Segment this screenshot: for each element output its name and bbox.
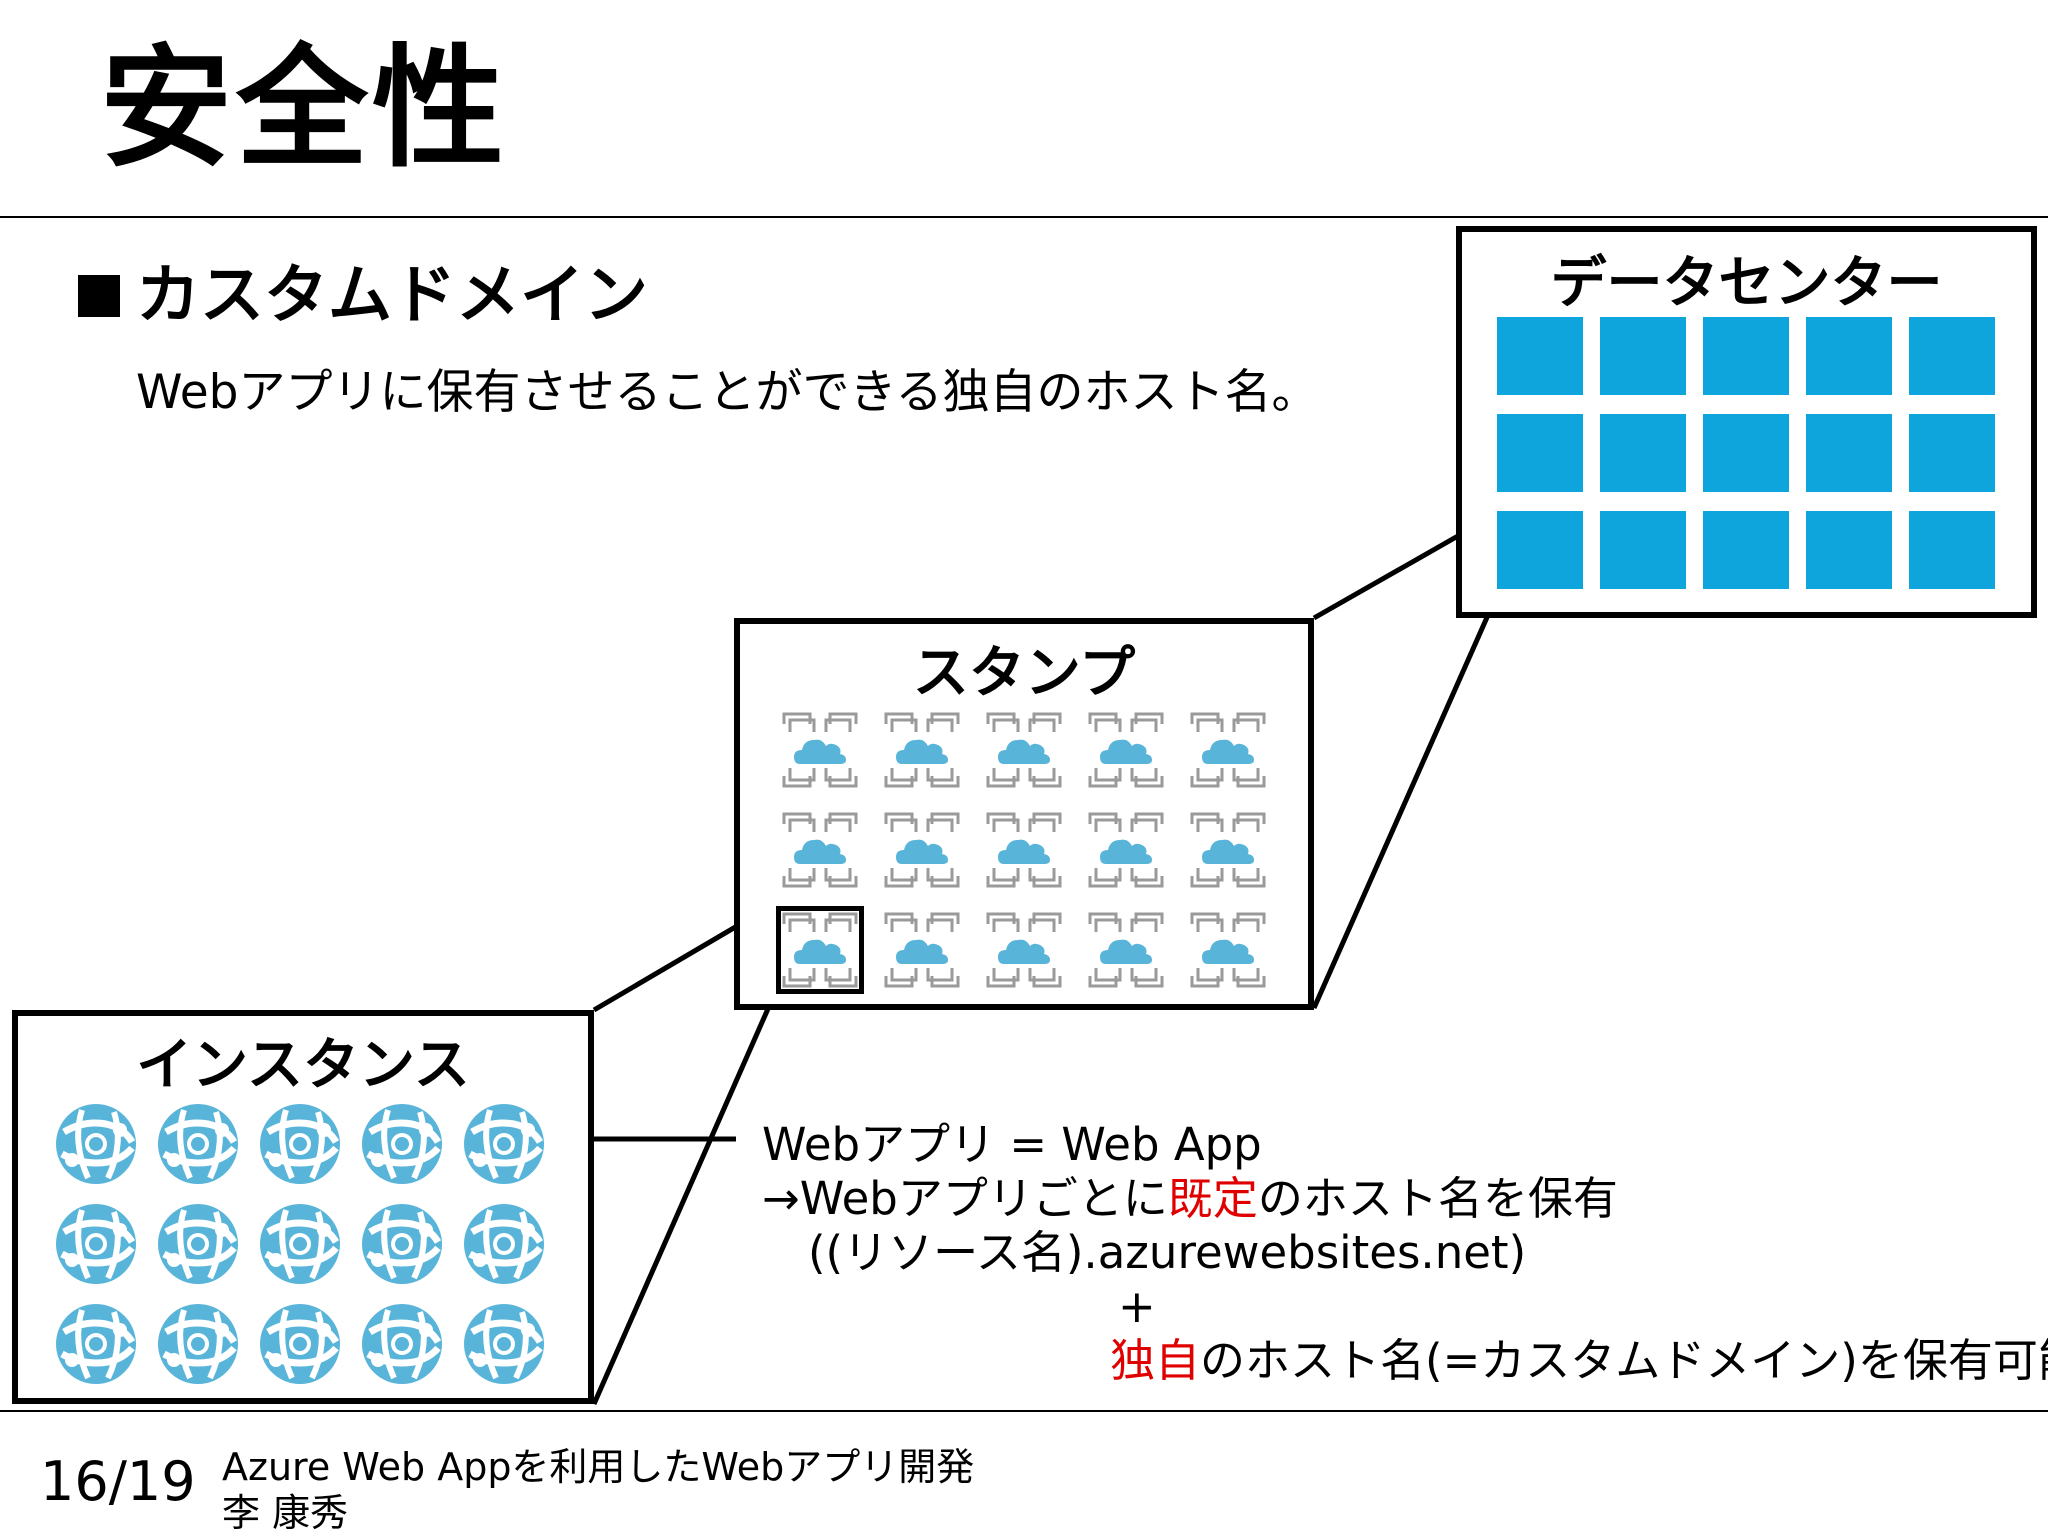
note-line-3: ((リソース名).azurewebsites.net) <box>808 1226 1527 1279</box>
footer-author: 李 康秀 <box>222 1491 349 1535</box>
cloud-service-icon <box>1086 810 1166 890</box>
cloud-service-icon <box>882 710 962 790</box>
cloud-service-icon <box>780 810 860 890</box>
server-block <box>1806 511 1892 589</box>
web-app-icon <box>258 1102 342 1186</box>
stamp-box: スタンプ <box>734 618 1314 1010</box>
server-block <box>1497 414 1583 492</box>
datacenter-box: データセンター <box>1456 226 2037 618</box>
note-line-1: Webアプリ = Web App <box>762 1118 1262 1171</box>
cloud-service-icon <box>780 710 860 790</box>
page-number: 16/19 <box>40 1450 196 1513</box>
cloud-service-icon <box>984 910 1064 990</box>
page-title: 安全性 <box>100 32 508 186</box>
web-app-icon <box>54 1302 138 1386</box>
server-block <box>1909 414 1995 492</box>
server-block <box>1497 317 1583 395</box>
server-block <box>1497 511 1583 589</box>
server-block <box>1806 317 1892 395</box>
instance-label: インスタンス <box>136 1033 470 1098</box>
note-line-2: →Webアプリごとに既定のホスト名を保有 <box>762 1176 1618 1221</box>
stamp-label: スタンプ <box>912 641 1136 706</box>
cloud-service-icon <box>780 910 860 990</box>
header-divider <box>0 216 2048 218</box>
cloud-service-icon <box>882 910 962 990</box>
note-line-2-prefix: →Webアプリごとに <box>762 1172 1168 1225</box>
cloud-service-icon <box>1188 910 1268 990</box>
server-block <box>1600 511 1686 589</box>
footer-title: Azure Web Appを利用したWebアプリ開発 <box>222 1445 975 1489</box>
server-block <box>1909 511 1995 589</box>
server-block <box>1806 414 1892 492</box>
note-line-4-highlight: 独自 <box>1110 1334 1201 1387</box>
note-line-2-highlight: 既定 <box>1167 1172 1258 1225</box>
section-description: Webアプリに保有させることができる独自のホスト名。 <box>136 365 1319 420</box>
datacenter-label: データセンター <box>1550 251 1943 316</box>
web-app-icon <box>462 1102 546 1186</box>
web-app-icon <box>360 1202 444 1286</box>
cloud-service-icon <box>1086 710 1166 790</box>
note-line-4: 独自のホスト名(=カスタムドメイン)を保有可能 <box>1110 1338 2048 1383</box>
instance-grid <box>54 1102 546 1386</box>
web-app-icon <box>258 1302 342 1386</box>
web-app-icon <box>360 1302 444 1386</box>
server-block <box>1703 511 1789 589</box>
datacenter-grid <box>1497 317 1995 589</box>
web-app-icon <box>462 1302 546 1386</box>
server-block <box>1909 317 1995 395</box>
web-app-icon <box>54 1202 138 1286</box>
web-app-icon <box>156 1202 240 1286</box>
note-plus: + <box>1118 1280 1156 1333</box>
connector-dc-bottom <box>1311 586 1503 1010</box>
square-bullet-icon <box>78 275 120 318</box>
note-line-2-suffix: のホスト名を保有 <box>1257 1172 1618 1225</box>
cloud-service-icon <box>984 710 1064 790</box>
cloud-service-icon <box>984 810 1064 890</box>
server-block <box>1600 317 1686 395</box>
stamp-grid <box>780 710 1268 990</box>
server-block <box>1600 414 1686 492</box>
server-block <box>1703 414 1789 492</box>
web-app-icon <box>462 1202 546 1286</box>
cloud-service-icon <box>1188 810 1268 890</box>
instance-box: インスタンス <box>12 1010 594 1404</box>
section-heading-text: カスタムドメイン <box>136 259 648 333</box>
cloud-service-icon <box>1188 710 1268 790</box>
section-heading: カスタムドメイン <box>78 258 648 335</box>
web-app-icon <box>156 1102 240 1186</box>
note-line-4-suffix: のホスト名(=カスタムドメイン)を保有可能 <box>1200 1334 2048 1387</box>
cloud-service-icon <box>1086 910 1166 990</box>
connector-stamp-bottom <box>591 984 781 1406</box>
footer-divider <box>0 1410 2048 1412</box>
web-app-icon <box>54 1102 138 1186</box>
web-app-icon <box>156 1302 240 1386</box>
web-app-icon <box>360 1102 444 1186</box>
web-app-icon <box>258 1202 342 1286</box>
cloud-service-icon <box>882 810 962 890</box>
stamp-highlight-frame <box>776 906 864 994</box>
server-block <box>1703 317 1789 395</box>
